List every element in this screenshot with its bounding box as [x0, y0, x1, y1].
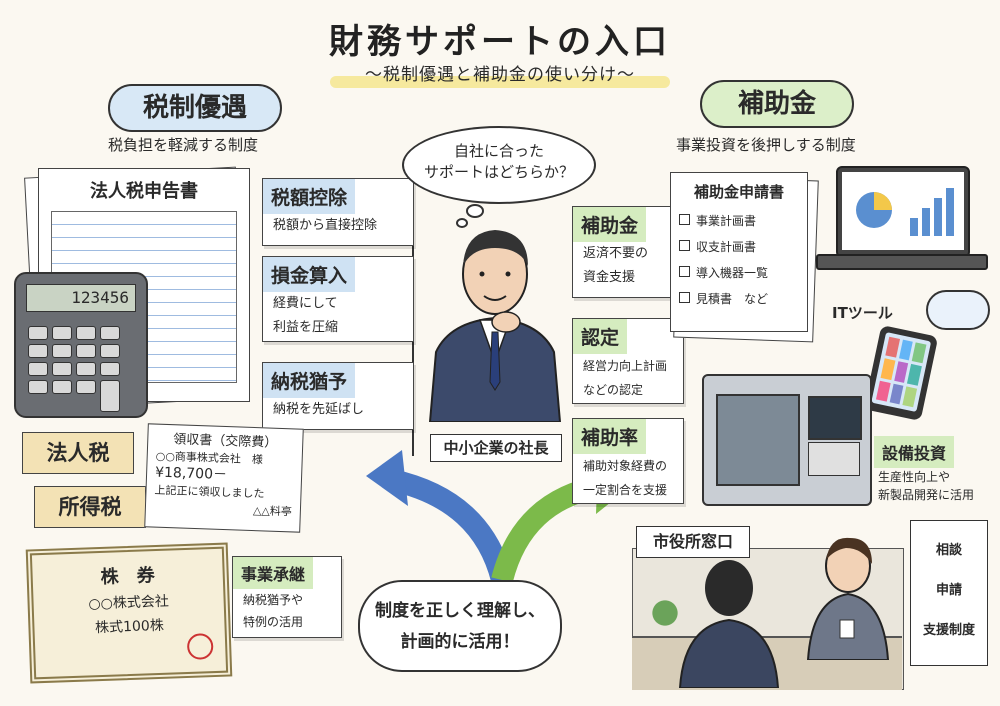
machine-tool-icon	[702, 374, 872, 506]
tag-corporate-tax: 法人税	[22, 432, 134, 474]
subsidy-application-form: 補助金申請書 事業計画書 収支計画書 導入機器一覧 見積書 など	[670, 172, 808, 332]
checkbox-icon	[679, 266, 690, 277]
subsidy-desc: 事業投資を後押しする制度	[676, 136, 856, 154]
laptop-screen-charts	[842, 172, 964, 250]
president-label: 中小企業の社長	[430, 434, 562, 462]
card-business-succession: 事業承継 納税猶予や 特例の活用	[232, 556, 342, 638]
thought-dot-1	[466, 204, 484, 218]
card-equipment-investment: 設備投資 生産性向上や 新製品開発に活用	[874, 436, 988, 520]
arrow-left-icon	[366, 450, 408, 506]
visitor-figure	[678, 560, 780, 688]
page-title: 財務サポートの入口	[329, 22, 671, 62]
smartphone-icon	[863, 324, 939, 422]
thought-bubble: 自社に合った サポートはどちらか？	[402, 126, 596, 204]
card-tax-deferral: 納税猶予 納税を先延ばし	[262, 362, 414, 430]
subtitle-highlight	[330, 76, 670, 88]
checklist-item: 導入機器一覧	[679, 260, 799, 286]
cloud-icon	[926, 290, 990, 330]
card-subsidy: 補助金 返済不要の 資金支援	[572, 206, 680, 298]
tax-incentive-heading: 税制優遇	[108, 84, 282, 132]
tag-income-tax: 所得税	[34, 486, 146, 528]
page-subtitle: ～税制優遇と補助金の使い分け～	[365, 65, 635, 85]
city-office-sign: 市役所窓口	[636, 526, 750, 558]
card-subsidy-rate: 補助率 補助対象経費の 一定割合を支援	[572, 418, 684, 504]
card-deductible-expense: 損金算入 経費にして 利益を圧縮	[262, 256, 414, 342]
tax-incentive-desc: 税負担を軽減する制度	[108, 136, 259, 154]
it-tool-label: ITツール	[832, 304, 893, 322]
checkbox-icon	[679, 214, 690, 225]
laptop-icon	[836, 166, 970, 258]
thought-dot-2	[456, 218, 468, 228]
conclusion-bubble: 制度を正しく理解し、 計画的に活用！	[358, 580, 562, 672]
calculator-icon: 123456	[14, 272, 148, 418]
card-certification: 認定 経営力向上計画 などの認定	[572, 318, 684, 404]
subsidy-heading: 補助金	[700, 80, 854, 128]
seal-stamp	[186, 633, 214, 660]
checkbox-icon	[679, 240, 690, 251]
tax-form-title: 法人税申告書	[90, 181, 198, 202]
checklist-item: 収支計画書	[679, 234, 799, 260]
checklist-item: 見積書 など	[679, 286, 799, 312]
checklist-item: 事業計画書	[679, 208, 799, 234]
checkbox-icon	[679, 292, 690, 303]
plant-icon	[650, 590, 680, 636]
service-sign: 相談 申請 支援制度	[910, 520, 988, 666]
calculator-display: 123456	[26, 284, 136, 312]
laptop-keyboard	[816, 254, 988, 270]
stock-certificate: 株 券 ○○株式会社 株式100株	[25, 542, 233, 684]
staff-figure	[806, 537, 890, 660]
card-tax-credit: 税額控除 税額から直接控除	[262, 178, 414, 246]
receipt: 領収書（交際費） ○○商事株式会社 様 ¥18,700－ 上記正に領収しました …	[144, 423, 304, 533]
company-president-figure	[428, 230, 562, 422]
